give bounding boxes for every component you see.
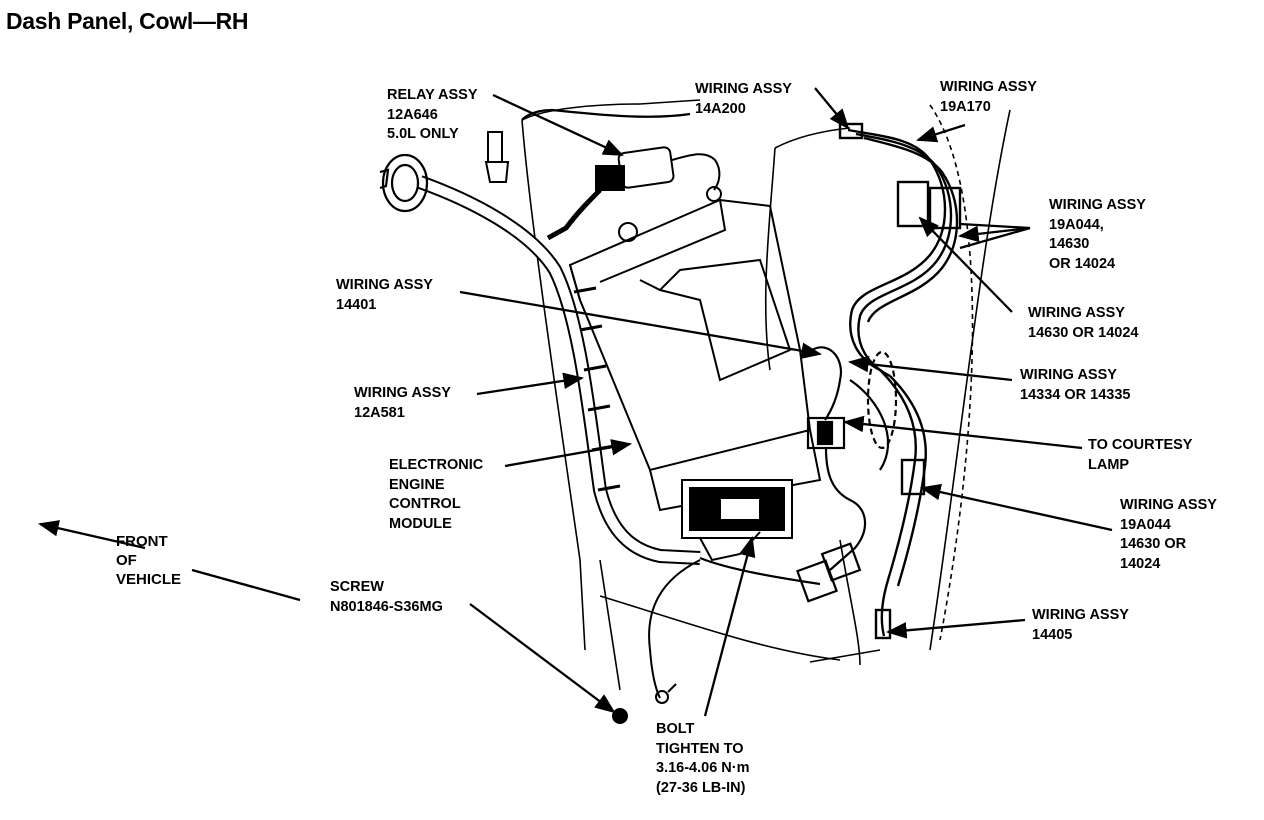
callout-19a044a-line-2: 19A044, [1049, 216, 1104, 233]
relay-12a646 [484, 131, 721, 241]
callout-bolt-line-2: TIGHTEN TO [656, 740, 744, 757]
callout-bolt-line-1: BOLT [656, 721, 695, 737]
callout-front-line-1: FRONT [116, 533, 168, 550]
callout-19a170-line-2: 19A170 [940, 98, 991, 115]
callout-eec-line-4: MODULE [389, 515, 452, 532]
callout-relay-line-3: 5.0L ONLY [387, 126, 459, 142]
callout-screw-line-2: N801846-S36MG [330, 598, 443, 615]
callout-screw-line-1: SCREW [330, 579, 384, 595]
callout-relay-line-2: 12A646 [387, 106, 438, 123]
callout-wiring-14a200: WIRING ASSY 14A200 [695, 80, 792, 119]
callout-wiring-19a044-upper: WIRING ASSY 19A044, 14630 OR 14024 [1049, 196, 1146, 274]
page-title: Dash Panel, Cowl—RH [6, 8, 249, 34]
callout-19a044b-line-1: WIRING ASSY [1120, 497, 1217, 513]
callout-eec-module: ELECTRONIC ENGINE CONTROL MODULE [389, 456, 483, 534]
harness-12a581 [417, 175, 701, 565]
callout-14405-line-1: WIRING ASSY [1032, 607, 1129, 623]
callout-14405-line-2: 14405 [1032, 626, 1073, 643]
callout-14a200-line-1: WIRING ASSY [695, 81, 792, 97]
callout-14401-line-2: 14401 [336, 296, 377, 313]
callout-wiring-14630: WIRING ASSY 14630 OR 14024 [1028, 304, 1138, 343]
callout-courtesy-line-2: LAMP [1088, 456, 1130, 473]
callout-eec-line-1: ELECTRONIC [389, 457, 484, 473]
leader-lines [37, 87, 1113, 717]
callout-19a044b-line-2: 19A044 [1120, 516, 1171, 533]
callout-19a044a-line-1: WIRING ASSY [1049, 197, 1146, 213]
callout-relay-assy: RELAY ASSY 12A646 5.0L ONLY [387, 86, 478, 145]
callout-wiring-14401: WIRING ASSY 14401 [336, 276, 433, 315]
callout-12a581-line-2: 12A581 [354, 404, 405, 421]
callout-12a581-line-1: WIRING ASSY [354, 385, 451, 401]
callout-bolt: BOLT TIGHTEN TO 3.16-4.06 N·m (27-36 LB-… [656, 720, 750, 798]
callout-front-of-vehicle: FRONT OF VEHICLE [116, 532, 181, 589]
callout-eec-line-2: ENGINE [389, 476, 445, 493]
callout-14630-line-2: 14630 OR 14024 [1028, 324, 1139, 341]
callout-14334-line-1: WIRING ASSY [1020, 367, 1117, 383]
callout-wiring-19a044-lower: WIRING ASSY 19A044 14630 OR 14024 [1120, 496, 1217, 574]
callout-14401-line-1: WIRING ASSY [336, 277, 433, 293]
callout-wiring-14334: WIRING ASSY 14334 OR 14335 [1020, 366, 1130, 405]
callout-relay-line-1: RELAY ASSY [387, 87, 478, 103]
callout-bolt-line-4: (27-36 LB-IN) [656, 779, 746, 796]
callout-bolt-line-3: 3.16-4.06 N·m [656, 760, 750, 776]
callout-19a044b-line-3: 14630 OR [1120, 536, 1187, 552]
connectors-center [699, 346, 898, 603]
callout-eec-line-3: CONTROL [389, 496, 461, 512]
grommet [379, 153, 429, 213]
callout-19a044a-line-3: 14630 [1049, 236, 1090, 252]
callout-14334-line-2: 14334 OR 14335 [1020, 386, 1131, 403]
callout-19a044b-line-4: 14024 [1120, 555, 1161, 572]
callout-front-line-3: VEHICLE [116, 571, 182, 588]
callout-courtesy-line-1: TO COURTESY [1088, 437, 1193, 453]
callout-front-line-2: OF [116, 552, 137, 569]
callout-wiring-14405: WIRING ASSY 14405 [1032, 606, 1129, 645]
callout-19a044a-line-4: OR 14024 [1049, 255, 1116, 272]
callout-19a170-line-1: WIRING ASSY [940, 79, 1037, 95]
eec-module-box [568, 186, 822, 562]
callout-courtesy-lamp: TO COURTESY LAMP [1088, 436, 1192, 475]
callout-screw: SCREW N801846-S36MG [330, 578, 443, 617]
callout-14a200-line-2: 14A200 [695, 100, 746, 117]
cowl-panel-outline [521, 99, 1011, 691]
ground-wire [612, 559, 701, 724]
callout-wiring-19a170: WIRING ASSY 19A170 [940, 78, 1037, 117]
callout-14630-line-1: WIRING ASSY [1028, 305, 1125, 321]
callout-wiring-12a581: WIRING ASSY 12A581 [354, 384, 451, 423]
